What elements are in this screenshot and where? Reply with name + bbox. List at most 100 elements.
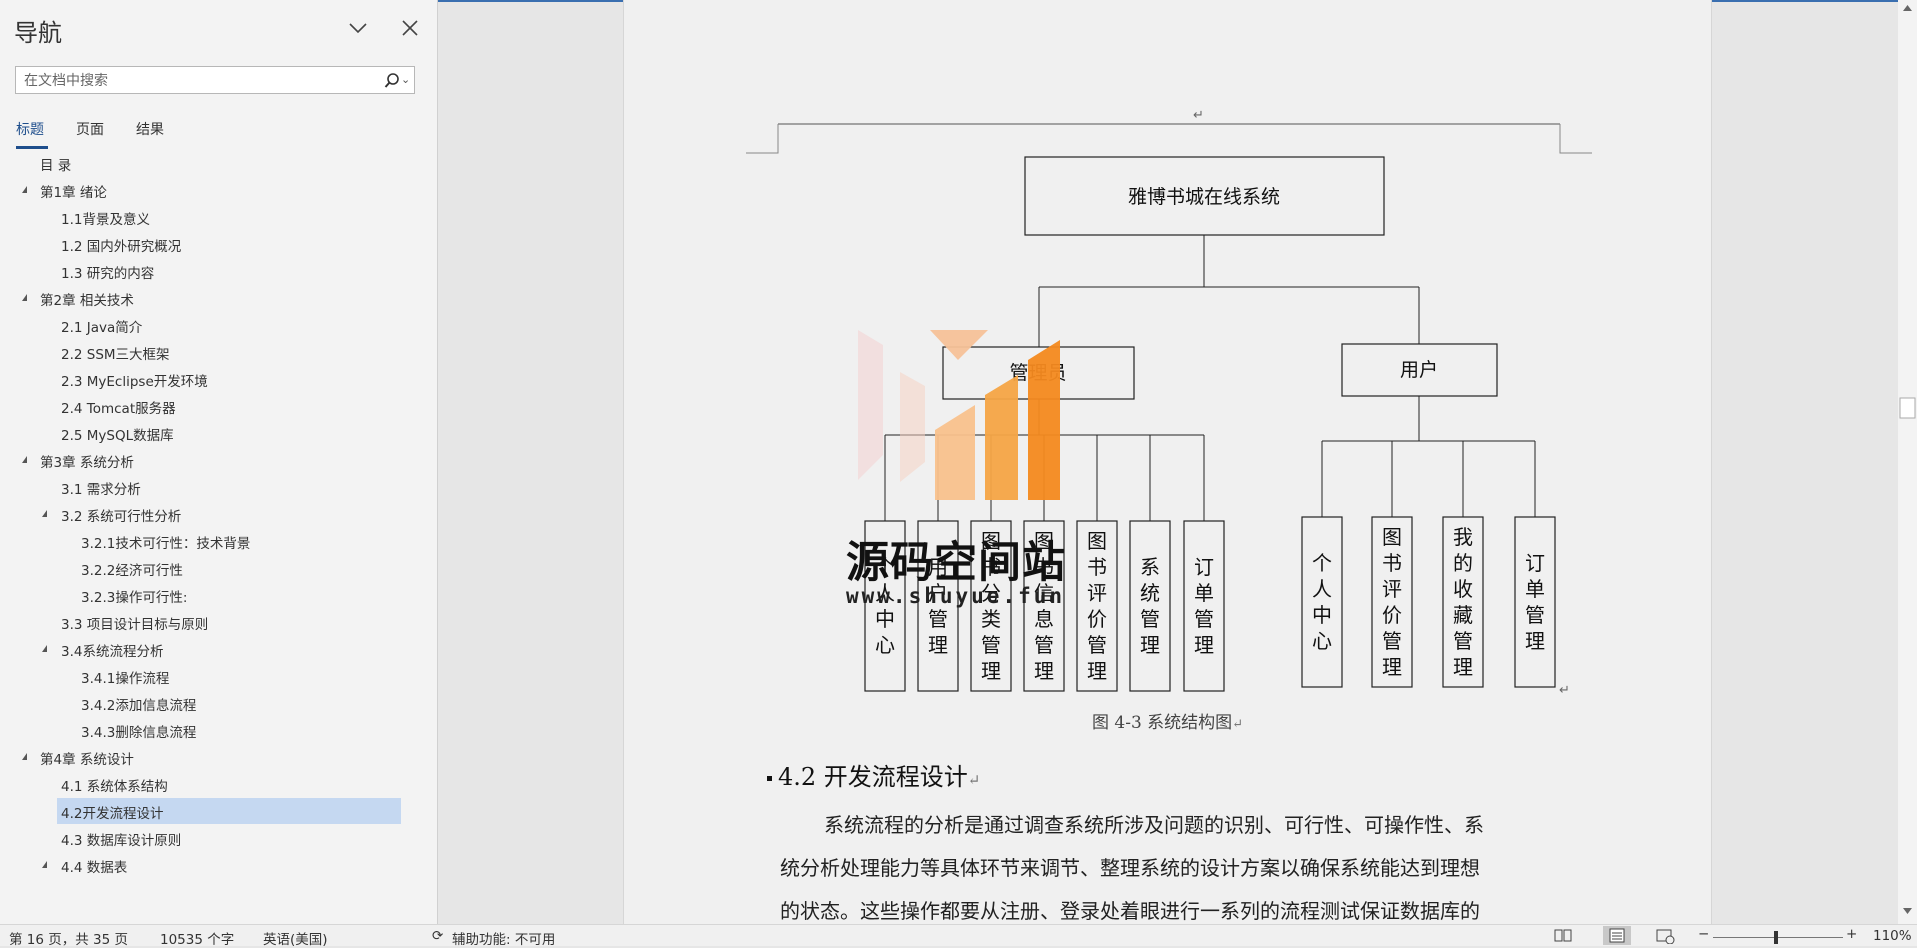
selected-highlight <box>57 798 401 824</box>
toc-item[interactable]: 4.1 系统体系结构 <box>0 771 437 797</box>
diagram-leaf-char: 户 <box>928 581 948 605</box>
diagram-leaf-box <box>917 520 959 692</box>
diagram-leaf-char: 理 <box>1194 633 1214 657</box>
diagram-leaf-char: 息 <box>1034 607 1054 631</box>
close-icon[interactable] <box>398 16 422 40</box>
diagram-leaf-char: 分 <box>981 581 1001 605</box>
language[interactable]: 英语(美国) <box>263 932 328 948</box>
diagram-leaf-char: 订 <box>1194 555 1214 579</box>
toc-item[interactable]: 2.2 SSM三大框架 <box>0 339 437 365</box>
toc-item[interactable]: 2.3 MyEclipse开发环境 <box>0 366 437 392</box>
collapse-triangle-icon[interactable] <box>22 294 27 301</box>
diagram-leaf-char: 藏 <box>1453 603 1473 627</box>
diagram-leaf-box <box>1442 516 1484 688</box>
active-tab-indicator <box>16 146 48 149</box>
toc-item[interactable]: 3.4.1操作流程 <box>0 663 437 689</box>
toc-item[interactable]: 3.2.2经济可行性 <box>0 555 437 581</box>
collapse-triangle-icon[interactable] <box>42 861 47 868</box>
print-layout-icon[interactable] <box>1603 926 1631 945</box>
collapse-triangle-icon[interactable] <box>22 456 27 463</box>
toc-item[interactable]: 第2章 相关技术 <box>0 285 437 311</box>
diagram-leaf-char: 管 <box>981 633 1001 657</box>
toc-item[interactable]: 3.2.3操作可行性: <box>0 582 437 608</box>
toc-item[interactable]: 1.2 国内外研究概况 <box>0 231 437 257</box>
toc-item[interactable]: 第1章 绪论 <box>0 177 437 203</box>
toc-item-label: 1.1背景及意义 <box>61 212 150 228</box>
toc-item-label: 4.1 系统体系结构 <box>61 779 168 795</box>
zoom-level[interactable]: 110% <box>1873 928 1912 944</box>
collapse-triangle-icon[interactable] <box>22 753 27 760</box>
toc-item-label: 2.3 MyEclipse开发环境 <box>61 374 208 390</box>
toc-item-label: 3.3 项目设计目标与原则 <box>61 617 209 633</box>
diagram-leaf-box <box>1514 516 1556 688</box>
tab-headings[interactable]: 标题 <box>16 122 44 138</box>
diagram-leaf-char: 管 <box>928 607 948 631</box>
diagram-leaf-char: 书 <box>1034 555 1054 579</box>
page-count[interactable]: 第 16 页，共 35 页 <box>9 932 129 948</box>
toc-item[interactable]: 3.2.1技术可行性：技术背景 <box>0 528 437 554</box>
diagram-leaf-char: 理 <box>1140 633 1160 657</box>
diagram-leaf-box <box>1076 520 1118 692</box>
tab-pages[interactable]: 页面 <box>76 122 104 138</box>
toc-item[interactable]: 3.4系统流程分析 <box>0 636 437 662</box>
search-options-icon[interactable]: ⌄ <box>401 73 411 86</box>
toc-item[interactable]: 2.4 Tomcat服务器 <box>0 393 437 419</box>
diagram-leaf-char: 理 <box>1382 655 1402 679</box>
diagram-leaf-char: 人 <box>875 581 895 605</box>
toc-item[interactable]: 第4章 系统设计 <box>0 744 437 770</box>
paragraph-line-2: 统分析处理能力等具体环节来调节、整理系统的设计方案以确保系统能达到理想 <box>780 856 1480 880</box>
toc-item[interactable]: 4.2开发流程设计 <box>0 798 437 824</box>
collapse-triangle-icon[interactable] <box>42 645 47 652</box>
diagram-leaf-char: 书 <box>981 555 1001 579</box>
word-count[interactable]: 10535 个字 <box>160 932 235 948</box>
diagram-leaf-char: 图 <box>981 529 1001 553</box>
search-input[interactable] <box>22 70 386 92</box>
toc-item[interactable]: 2.5 MySQL数据库 <box>0 420 437 446</box>
read-mode-icon[interactable] <box>1553 928 1573 944</box>
accessibility-status[interactable]: 辅助功能: 不可用 <box>452 932 556 948</box>
zoom-out-button[interactable]: − <box>1698 926 1710 942</box>
zoom-slider-thumb[interactable] <box>1774 931 1778 944</box>
collapse-triangle-icon[interactable] <box>22 186 27 193</box>
toc-item[interactable]: 2.1 Java简介 <box>0 312 437 338</box>
toc-item[interactable]: 4.4 数据表 <box>0 852 437 878</box>
toc-item[interactable]: 1.3 研究的内容 <box>0 258 437 284</box>
diagram-leaf-char: 价 <box>1382 603 1402 627</box>
toc-item[interactable]: 1.1背景及意义 <box>0 204 437 230</box>
document-page[interactable] <box>623 0 1712 924</box>
toc-item[interactable]: 3.1 需求分析 <box>0 474 437 500</box>
paragraph-line-3: 的状态。这些操作都要从注册、登录处着眼进行一系列的流程测试保证数据库的 <box>780 899 1480 923</box>
diagram-leaf-char: 图 <box>1382 525 1402 549</box>
toc-item[interactable]: 3.2 系统可行性分析 <box>0 501 437 527</box>
toc-item[interactable]: 目 录 <box>0 150 437 176</box>
toc-item-label: 3.2.1技术可行性：技术背景 <box>81 536 251 552</box>
chevron-down-icon[interactable] <box>346 16 370 40</box>
toc-item-label: 3.4.1操作流程 <box>81 671 170 687</box>
search-box: ⌄ <box>15 66 415 94</box>
collapse-triangle-icon[interactable] <box>42 510 47 517</box>
diagram-leaf-char: 类 <box>981 607 1001 631</box>
diagram-leaf-char: 管 <box>1034 633 1054 657</box>
web-layout-icon[interactable] <box>1655 928 1675 944</box>
toc-item[interactable]: 第3章 系统分析 <box>0 447 437 473</box>
toc-item-label: 第3章 系统分析 <box>40 455 134 471</box>
figure-caption: 图 4-3 系统结构图↵ <box>1092 713 1244 733</box>
zoom-slider[interactable] <box>1713 937 1843 938</box>
diagram-leaf-char: 图 <box>1087 529 1107 553</box>
search-icon[interactable] <box>383 72 401 90</box>
diagram-leaf-char: 评 <box>1382 577 1402 601</box>
zoom-in-button[interactable]: + <box>1846 926 1858 942</box>
vertical-scrollbar[interactable] <box>1898 0 1917 924</box>
accessibility-icon[interactable]: ⟳ <box>432 928 444 944</box>
tab-results[interactable]: 结果 <box>136 122 164 138</box>
toc-item[interactable]: 3.3 项目设计目标与原则 <box>0 609 437 635</box>
toc-item[interactable]: 4.3 数据库设计原则 <box>0 825 437 851</box>
toc-item[interactable]: 3.4.2添加信息流程 <box>0 690 437 716</box>
diagram-leaf-char: 书 <box>1382 551 1402 575</box>
toc-item-label: 4.3 数据库设计原则 <box>61 833 182 849</box>
diagram-leaf-char: 单 <box>1194 581 1214 605</box>
toc-item[interactable]: 3.4.3删除信息流程 <box>0 717 437 743</box>
diagram-leaf-char: 心 <box>1312 629 1332 653</box>
toc-item-label: 2.1 Java简介 <box>61 320 143 336</box>
